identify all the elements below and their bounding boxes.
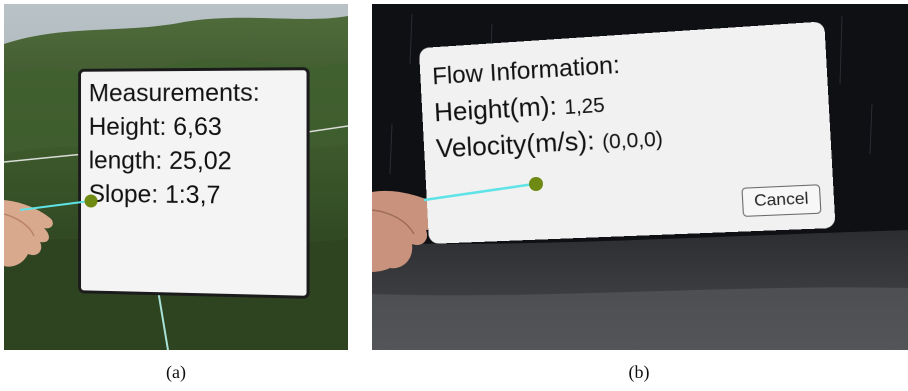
- caption-a: (a): [166, 362, 186, 382]
- pointer-dot-icon[interactable]: [529, 177, 543, 191]
- vr-scene-flow-info: Flow Information: Height(m): 1,25 Veloci…: [372, 4, 908, 350]
- pointer-dot-icon[interactable]: [84, 194, 98, 208]
- pointer-ray: [19, 194, 98, 211]
- caption-b: (b): [628, 362, 650, 382]
- hand-icon: [372, 190, 439, 272]
- hand-icon: [4, 200, 53, 267]
- vr-scene-measurements: Measurements: Height: 6,63 length: 25,02…: [4, 4, 348, 350]
- pointer-ray: [423, 177, 543, 202]
